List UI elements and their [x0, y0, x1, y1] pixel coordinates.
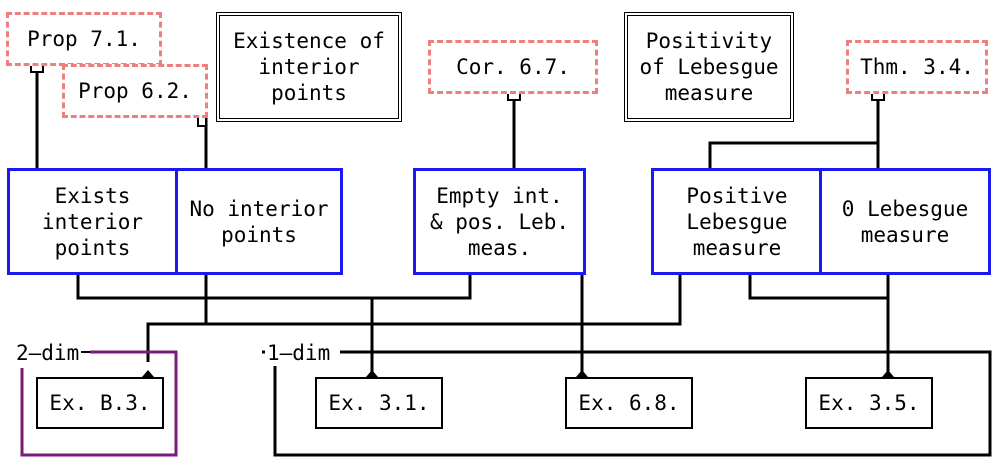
group-label-2dim: 2–dim [14, 340, 82, 366]
example-3-5: Ex. 3.5. [805, 377, 933, 429]
example-3-1: Ex. 3.1. [315, 377, 443, 429]
example-6-8: Ex. 6.8. [565, 377, 693, 429]
ref-prop-6-2: Prop 6.2. [62, 64, 208, 118]
concept-existence-interior-points: Existence of interior points [216, 12, 402, 122]
property-empty-interior-positive-measure: Empty int. & pos. Leb. meas. [413, 168, 586, 275]
ref-cor-6-7: Cor. 6.7. [428, 40, 598, 94]
property-zero-lebesgue-measure: 0 Lebesgue measure [819, 168, 991, 275]
property-no-interior-points: No interior points [175, 168, 343, 275]
property-exists-interior-points: Exists interior points [7, 168, 178, 275]
group-label-1dim: 1–dim [265, 340, 333, 366]
concept-positivity-lebesgue-measure: Positivity of Lebesgue measure [624, 12, 794, 122]
property-positive-lebesgue-measure: Positive Lebesgue measure [651, 168, 823, 275]
example-b-3: Ex. B.3. [36, 377, 164, 429]
ref-prop-7-1: Prop 7.1. [6, 12, 162, 66]
ref-thm-3-4: Thm. 3.4. [846, 40, 988, 94]
